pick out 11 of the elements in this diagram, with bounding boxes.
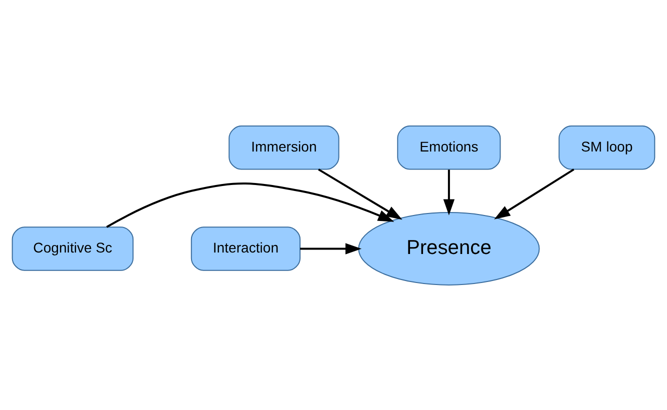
node-box: SM loop xyxy=(558,125,656,170)
node-ellipse: Presence xyxy=(358,212,540,285)
arrow xyxy=(494,168,574,219)
node-box: Interaction xyxy=(190,226,301,270)
node-box: Emotions xyxy=(397,125,501,170)
node-box: Cognitive Sc xyxy=(12,226,134,270)
arrow xyxy=(443,169,455,215)
arrow xyxy=(318,168,402,220)
arrow xyxy=(106,182,394,228)
node-box: Immersion xyxy=(228,125,340,170)
arrow xyxy=(300,242,362,254)
